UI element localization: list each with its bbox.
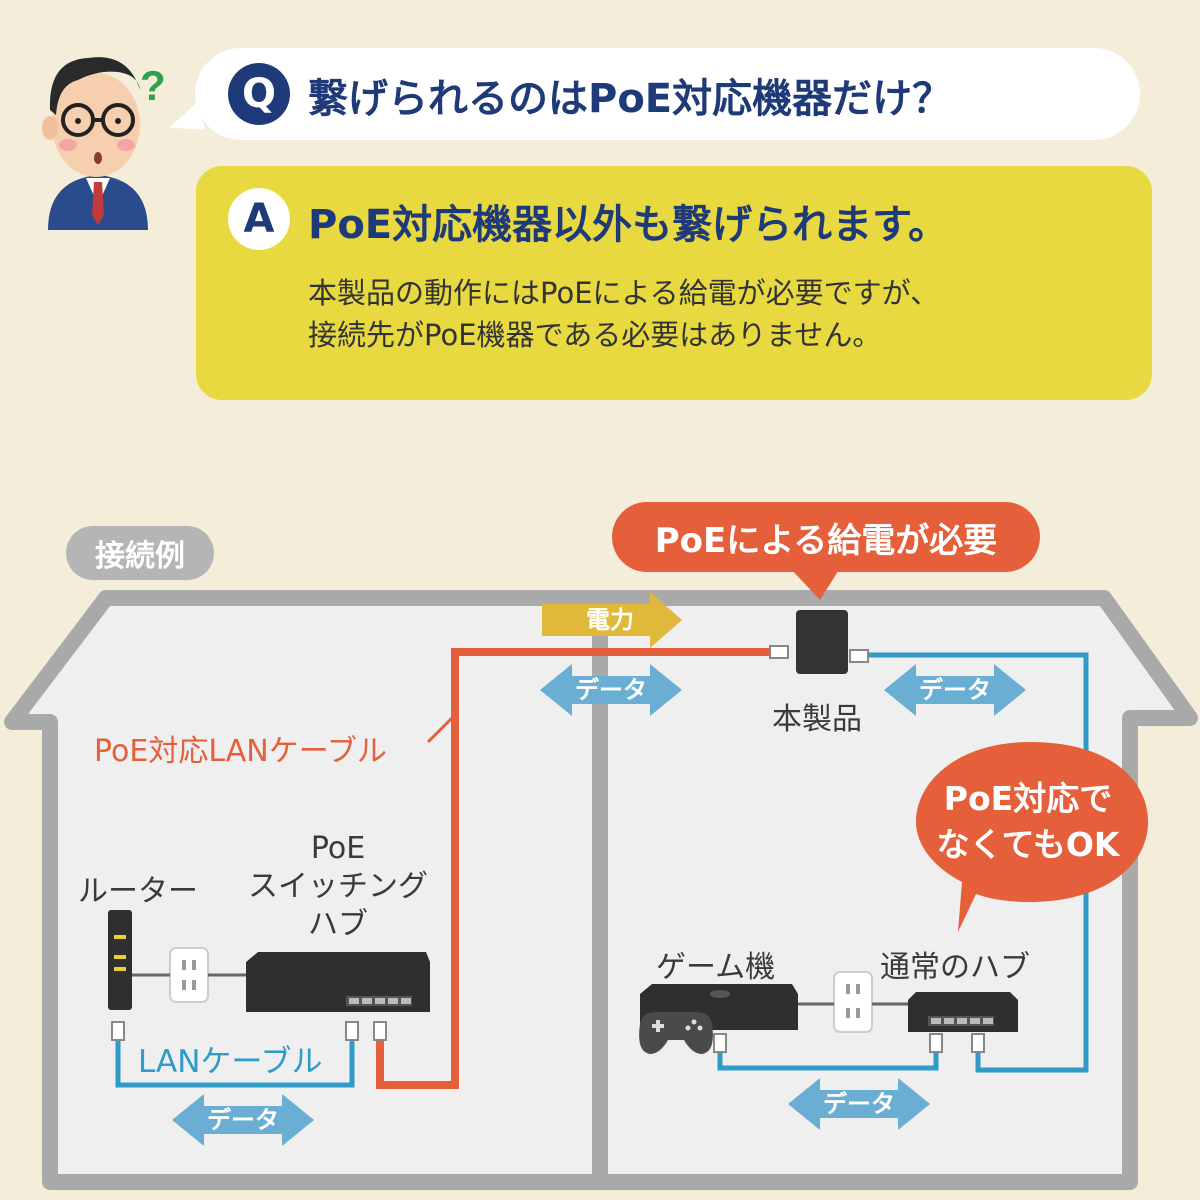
data-arrow-right xyxy=(884,664,1026,716)
data-arrow-bottom-left xyxy=(172,1094,314,1146)
not-poe-ok-line2: なくてもOK xyxy=(936,825,1120,864)
lan-cable-label: LANケーブル xyxy=(138,1044,323,1080)
house-frame xyxy=(4,590,1198,1190)
connector xyxy=(713,1033,727,1053)
question-text: 繋げられるのはPoE対応機器だけ？ xyxy=(308,76,953,122)
router-device xyxy=(108,910,132,1010)
answer-headline: PoE対応機器以外も繋げられます。 xyxy=(308,202,949,248)
poe-switch-label-line1: PoE xyxy=(310,831,366,866)
product-label: 本製品 xyxy=(772,702,862,737)
power-arrow-label: 電力 xyxy=(586,606,634,634)
connector xyxy=(373,1021,387,1041)
poe-cable-label: PoE対応LANケーブル xyxy=(94,734,387,769)
power-outlet-left xyxy=(169,947,209,1003)
connector xyxy=(849,649,869,663)
connector xyxy=(111,1021,125,1041)
connector xyxy=(971,1033,985,1053)
data-arrow-bottom-right-label: データ xyxy=(823,1090,895,1118)
callout-top-pointer xyxy=(790,568,840,600)
lan-cable-game-hub xyxy=(717,1048,939,1071)
poe-switch-label: PoE スイッチング ハブ xyxy=(246,830,430,944)
not-poe-ok-line1: PoE対応で xyxy=(943,779,1113,818)
power-outlet-right xyxy=(833,971,873,1033)
lan-cable-product-hub xyxy=(858,652,1089,1073)
answer-body-line2: 接続先がPoE機器である必要はありません。 xyxy=(308,318,882,352)
normal-hub-label: 通常のハブ xyxy=(880,950,1030,985)
svg-text:?: ? xyxy=(140,62,166,109)
poe-cable xyxy=(376,648,780,1089)
product-device xyxy=(796,610,848,674)
lan-cable-router-switch xyxy=(115,1038,355,1088)
power-arrow xyxy=(542,592,682,648)
data-arrow-right-label: データ xyxy=(919,676,991,704)
data-arrow-middle-label: データ xyxy=(575,676,647,704)
power-required-callout: PoEによる給電が必要 xyxy=(612,502,1040,572)
router-label: ルーター xyxy=(78,874,198,909)
question-bubble xyxy=(195,48,1140,140)
connector xyxy=(929,1033,943,1053)
answer-badge: A xyxy=(228,188,290,250)
data-arrow-bottom-right xyxy=(788,1078,930,1130)
not-poe-ok-callout: PoE対応で なくてもOK xyxy=(918,776,1138,936)
callout-ok-shape xyxy=(916,742,1148,932)
data-arrow-bottom-left-label: データ xyxy=(207,1106,279,1134)
poe-switch-label-line2: スイッチング xyxy=(248,869,428,904)
answer-body: 本製品の動作にはPoEによる給電が必要ですが、 接続先がPoE機器である必要はあ… xyxy=(308,272,939,356)
poe-switch-label-line3: ハブ xyxy=(308,907,368,942)
answer-body-line1: 本製品の動作にはPoEによる給電が必要ですが、 xyxy=(308,276,940,310)
data-arrow-middle xyxy=(540,664,682,716)
confused-man-illustration: ? xyxy=(42,57,166,230)
answer-box xyxy=(196,166,1152,400)
poe-cable-label-leader xyxy=(426,716,454,744)
connector xyxy=(345,1021,359,1041)
connection-example-tag: 接続例 xyxy=(66,526,214,580)
house-outline xyxy=(12,598,1190,1182)
question-badge: Q xyxy=(228,63,290,125)
connector xyxy=(769,645,789,659)
game-console-label: ゲーム機 xyxy=(656,950,776,985)
